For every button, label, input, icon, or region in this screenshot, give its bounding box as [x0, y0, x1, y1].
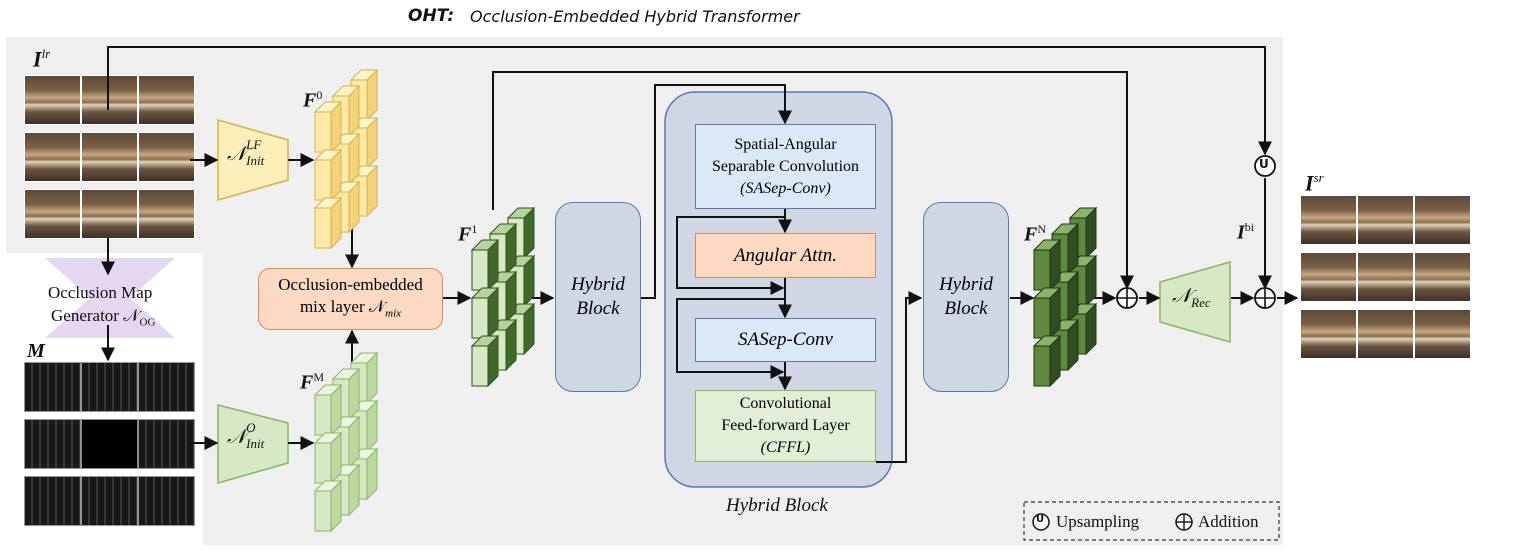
sr-view-thumbnail: [1357, 195, 1414, 245]
occlusion-map-thumbnail: [24, 362, 81, 412]
feature-block-front: [314, 490, 332, 532]
n-init-lf-label: 𝒩 LF Init: [227, 137, 265, 168]
label-i-bi: Ibi: [1237, 220, 1255, 244]
title-text: Occlusion-Embedded Hybrid Transformer: [470, 7, 800, 26]
occlusion-map-thumbnail: [138, 362, 195, 412]
legend-box: [1023, 501, 1280, 541]
sr-view-thumbnail: [1414, 309, 1471, 359]
lf-view-thumbnail: [24, 132, 81, 182]
sr-view-thumbnail: [1300, 195, 1357, 245]
feature-block-front: [1033, 345, 1051, 387]
legend-upsample-symbol: U: [1036, 514, 1045, 525]
feature-block-front: [314, 442, 332, 484]
feature-block-front: [314, 394, 332, 436]
occlusion-map-thumbnail: [24, 476, 81, 526]
label-i-sr: Isr: [1305, 170, 1324, 196]
label-f0: F0: [303, 88, 323, 112]
feature-block-front: [1033, 297, 1051, 339]
feature-stack-fm: [313, 351, 379, 533]
n-init-lf-trapezoid: [217, 119, 289, 201]
n-rec-label: 𝒩Rec: [1172, 285, 1211, 310]
label-m: M: [27, 340, 45, 362]
occlusion-generator-line2: Generator 𝒩OG: [51, 306, 156, 329]
lf-view-thumbnail: [138, 189, 195, 239]
feature-stack-f1: [470, 206, 536, 388]
angular-attn-box: Angular Attn.: [695, 233, 876, 278]
sr-view-thumbnail: [1300, 309, 1357, 359]
occlusion-generator-shape: [45, 258, 175, 338]
feature-block-front: [471, 249, 489, 291]
lf-view-thumbnail: [81, 75, 138, 125]
sr-view-thumbnail: [1357, 252, 1414, 302]
label-fm: FM: [300, 370, 325, 394]
occlusion-map-thumbnail: [24, 419, 81, 469]
cffl-box: Convolutional Feed-forward Layer (CFFL): [695, 390, 876, 462]
upsample-symbol: U: [1259, 157, 1269, 171]
occlusion-generator-line1: Occlusion Map: [48, 283, 153, 302]
lf-view-thumbnail: [138, 132, 195, 182]
sr-view-thumbnail: [1300, 252, 1357, 302]
lf-view-thumbnail: [81, 189, 138, 239]
label-i-lr: Ilr: [33, 46, 51, 72]
lf-view-thumbnail: [24, 189, 81, 239]
lf-view-thumbnail: [81, 132, 138, 182]
legend-add-label: Addition: [1198, 512, 1259, 531]
occlusion-map-thumbnail: [81, 476, 138, 526]
hybrid-block-1: Hybrid Block: [555, 202, 641, 392]
legend-upsample-label: Upsampling: [1056, 512, 1140, 531]
title-prefix: OHT:: [408, 6, 455, 26]
feature-block-front: [314, 159, 332, 201]
lf-view-thumbnail: [24, 75, 81, 125]
sr-view-thumbnail: [1414, 252, 1471, 302]
occlusion-map-thumbnail: [138, 476, 195, 526]
feature-stack-fn: [1032, 206, 1098, 388]
label-fn: FN: [1024, 222, 1047, 246]
feature-block-front: [314, 207, 332, 249]
label-f1: F1: [458, 222, 478, 246]
feature-block-front: [471, 345, 489, 387]
occlusion-map-thumbnail: [138, 419, 195, 469]
hybrid-block-2: Hybrid Block: [923, 202, 1009, 392]
lf-view-thumbnail: [138, 75, 195, 125]
sr-view-thumbnail: [1357, 309, 1414, 359]
sasep-conv-box-1: Spatial-Angular Separable Convolution (S…: [695, 124, 876, 209]
sr-view-thumbnail: [1414, 195, 1471, 245]
feature-stack-f0: [313, 68, 379, 250]
sasep-conv-box-2: SASep-Conv: [695, 318, 876, 362]
n-init-o-label: 𝒩 O Init: [227, 420, 265, 451]
feature-block-front: [471, 297, 489, 339]
feature-block-front: [314, 111, 332, 153]
feature-block-front: [1033, 249, 1051, 291]
occlusion-map-thumbnail: [81, 419, 138, 469]
n-rec-trapezoid: [1159, 261, 1231, 343]
add-operator-2: [1254, 287, 1276, 309]
add-operator-1: [1116, 287, 1138, 309]
occlusion-map-thumbnail: [81, 362, 138, 412]
mix-layer-box: Occlusion-embedded mix layer 𝒩mix: [258, 268, 443, 330]
hybrid-block-caption: Hybrid Block: [726, 495, 828, 516]
upsample-operator: [1254, 155, 1276, 177]
n-init-o-trapezoid: [217, 404, 289, 484]
